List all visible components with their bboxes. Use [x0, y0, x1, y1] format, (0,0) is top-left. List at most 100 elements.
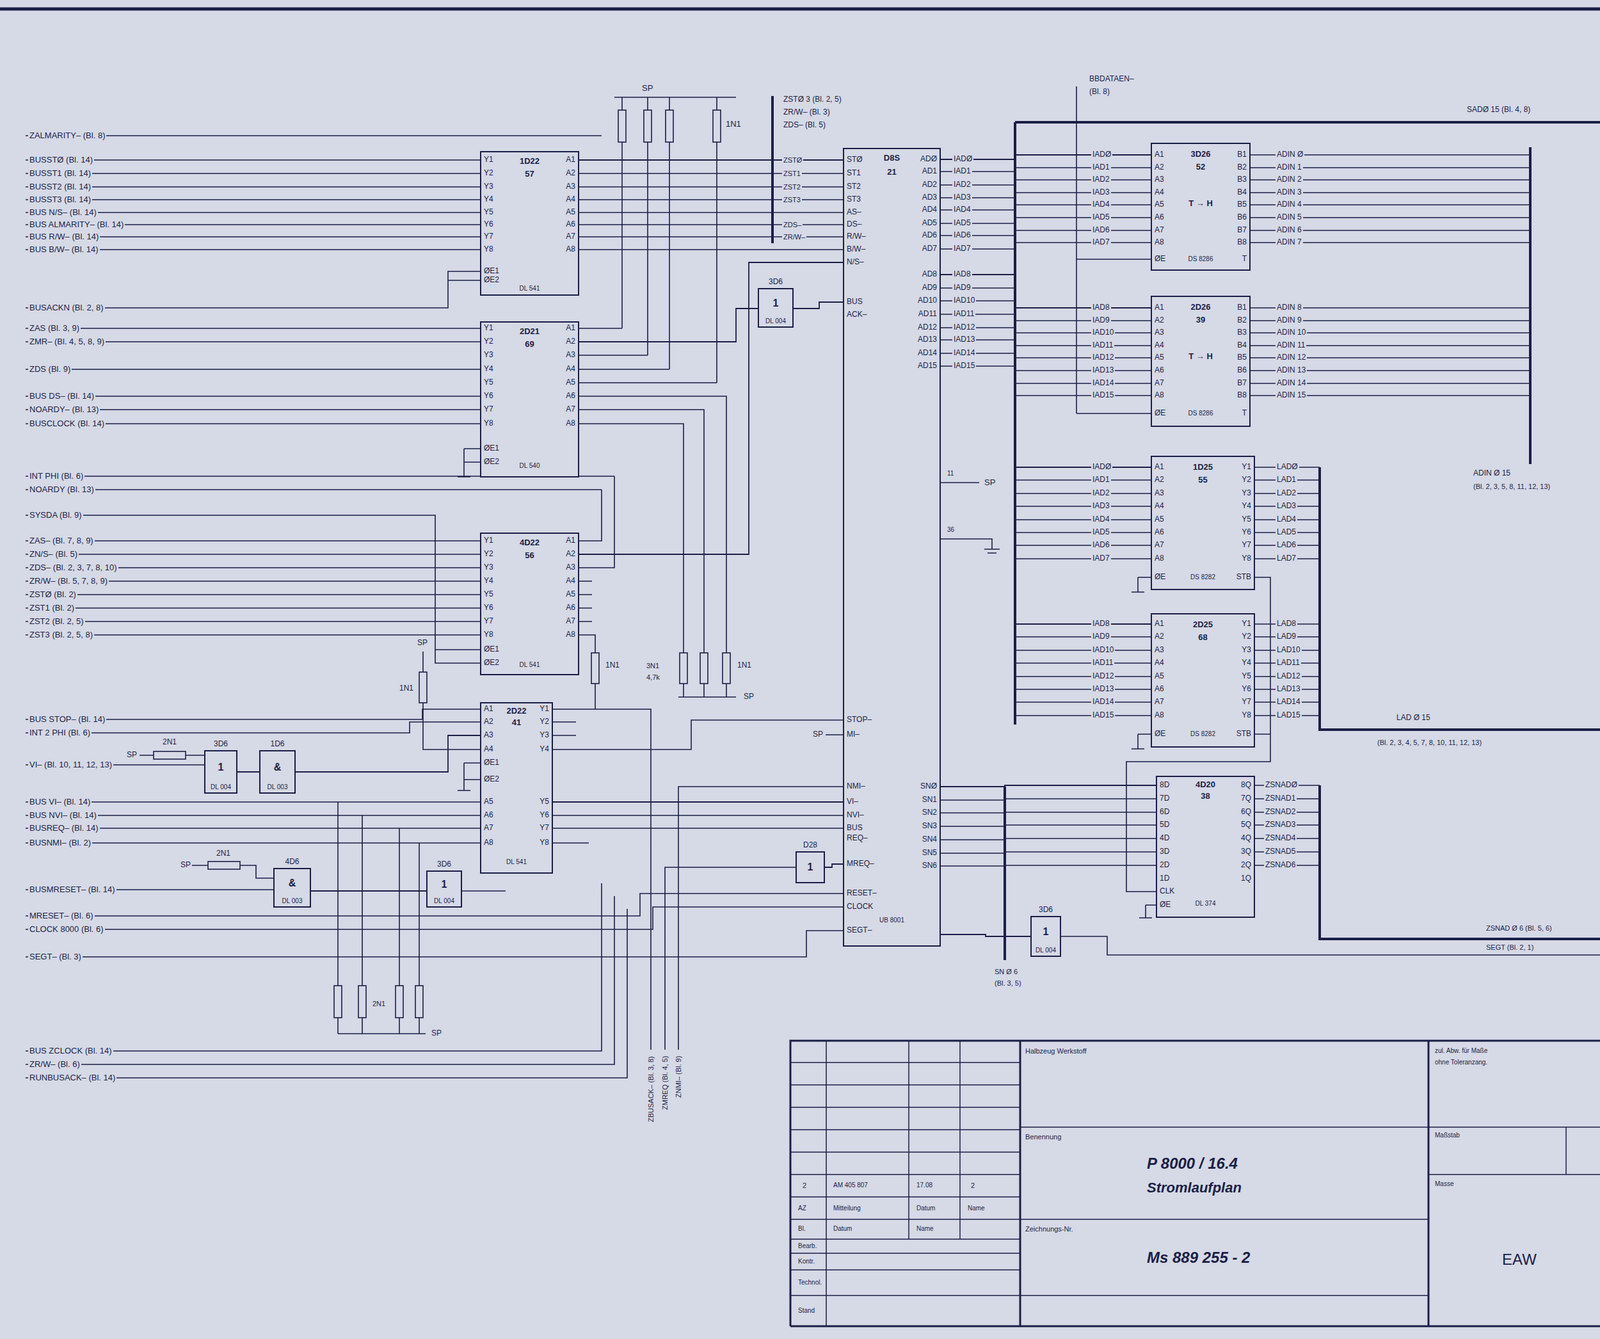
- pin-label: B1: [1237, 150, 1247, 160]
- net-label: ZDS–: [782, 220, 803, 230]
- net-label: ZST2: [782, 183, 802, 192]
- pin-label: AD2: [922, 180, 937, 190]
- pin-label: A3: [565, 563, 576, 573]
- wire-connector: [552, 801, 843, 803]
- pin-label: B8: [1237, 391, 1247, 400]
- pin-label: AD11: [918, 309, 937, 319]
- pin-label: Y7: [1241, 697, 1252, 707]
- pin-label: 2D: [1159, 860, 1170, 870]
- pin-label: B5: [1237, 200, 1247, 210]
- pin-label: 4D: [1159, 833, 1170, 843]
- logic-gate: 3D61DL 004: [1030, 915, 1062, 957]
- title-block-text: zul. Abw. für Maße: [1433, 1047, 1489, 1055]
- net-label: ZSNAD3: [1264, 820, 1297, 830]
- title-block-text: P 8000 / 16.4: [1145, 1154, 1240, 1173]
- pin-label: A8: [1154, 711, 1165, 720]
- pin-label: A6: [1154, 213, 1165, 223]
- pin-label: Y7: [1241, 540, 1252, 550]
- ic-type: DL 541: [519, 661, 541, 669]
- resistor-symbol: [591, 652, 600, 684]
- net-label: ZSNAD4: [1264, 833, 1297, 843]
- net-label: ADIN 4: [1275, 200, 1304, 210]
- pin-label: Y8: [1241, 711, 1252, 720]
- gate-symbol: &: [273, 761, 282, 774]
- pin-label: DS–: [846, 220, 862, 230]
- ic-type: DS 8282: [1190, 730, 1216, 738]
- pin-label: Y5: [1241, 515, 1252, 525]
- pin-label: B8: [1237, 238, 1247, 248]
- net-label: ZSTØ 3 (Bl. 2, 5): [782, 95, 843, 105]
- net-label: IAD9: [1091, 632, 1112, 642]
- pin-label: A5: [565, 378, 576, 388]
- net-label: ZSNAD5: [1264, 847, 1297, 857]
- net-label: ZSNAD6: [1264, 860, 1297, 870]
- pin-label: A5: [565, 208, 576, 217]
- signal-label: BUS ALMARITY– (Bl. 14): [28, 220, 125, 230]
- pin-label: Y5: [483, 590, 494, 600]
- pin-label: A5: [565, 590, 576, 600]
- net-label: IAD3: [1091, 188, 1112, 198]
- net-label: IAD15: [1091, 391, 1115, 400]
- pin-label: A1: [565, 155, 576, 165]
- signal-label: ZR/W– (Bl. 6): [28, 1059, 82, 1070]
- net-label: 4,7k: [645, 673, 662, 682]
- pin-label: ØE: [1154, 254, 1166, 264]
- pin-label: A4: [1154, 658, 1165, 668]
- net-label: LAD8: [1275, 619, 1298, 629]
- title-block-text: Stand: [796, 1306, 816, 1315]
- ic-designator: 21: [887, 167, 896, 178]
- ic-designator: D8S: [883, 153, 900, 164]
- wire-connector: [237, 771, 260, 773]
- net-label: IAD8: [1091, 303, 1112, 313]
- ic-designator: 4D20: [1195, 780, 1216, 790]
- signal-label: SYSDA (Bl. 9): [28, 510, 84, 521]
- pin-label: A3: [1154, 175, 1165, 185]
- pin-label: Y2: [539, 717, 550, 727]
- title-block-text: Mitteilung: [832, 1204, 863, 1213]
- signal-label: BUS ZCLOCK (Bl. 14): [28, 1046, 114, 1056]
- pin-label: Y1: [483, 536, 494, 546]
- pin-label: SN2: [922, 808, 937, 818]
- net-label: ZSNAD Ø 6 (Bl. 5, 6): [1484, 924, 1554, 933]
- net-label: 1N1: [398, 684, 415, 694]
- net-label: ADIN 8: [1275, 303, 1304, 313]
- ic-type: DS 8286: [1188, 409, 1214, 418]
- signal-label: BUS B/W– (Bl. 14): [28, 245, 100, 255]
- title-block-text: Maßstab: [1433, 1131, 1462, 1140]
- pin-label: Y1: [483, 323, 494, 333]
- wire-connector: [940, 274, 1151, 624]
- pin-label: SN4: [922, 835, 937, 845]
- title-block-text: AZ: [796, 1204, 808, 1213]
- net-label: IAD2: [1091, 175, 1112, 185]
- net-label: IAD2: [1091, 488, 1112, 498]
- net-label: LAD1: [1275, 475, 1298, 485]
- signal-label: BUS DS– (Bl. 14): [28, 391, 96, 402]
- ic-designator: 41: [512, 718, 521, 728]
- pin-label: A2: [565, 337, 576, 347]
- pin-label: A7: [1154, 540, 1165, 550]
- ic-designator: 2D22: [506, 706, 527, 717]
- net-label: ADIN 13: [1275, 366, 1307, 376]
- title-block-text: Zeichnungs-Nr.: [1024, 1224, 1075, 1234]
- net-label: IAD7: [1091, 554, 1112, 564]
- net-label: ADIN 3: [1275, 188, 1304, 198]
- signal-label: BUSMRESET– (Bl. 14): [28, 885, 117, 895]
- pin-label: Y2: [1241, 475, 1252, 485]
- net-label: IADØ: [952, 154, 974, 164]
- signal-label: ZAS (Bl. 3, 9): [28, 323, 81, 334]
- pin-label: A6: [1154, 684, 1165, 694]
- signal-label: ZAS– (Bl. 7, 8, 9): [28, 536, 95, 546]
- resistor-symbol: [722, 652, 731, 684]
- ic-designator: 3D26: [1190, 149, 1211, 160]
- pin-label: AD5: [922, 218, 937, 228]
- pin-label: A8: [565, 419, 576, 429]
- signal-label: BUSST1 (Bl. 14): [28, 168, 93, 179]
- pin-label: Y4: [539, 744, 550, 754]
- pin-label: B7: [1237, 225, 1247, 235]
- net-label: SEGT (Bl. 2, 1): [1484, 943, 1535, 952]
- ic-type: DS 8286: [1188, 255, 1214, 264]
- net-label: IAD1: [952, 167, 973, 176]
- title-block-text: Name: [915, 1224, 936, 1233]
- title-block-text: AM 405 807: [832, 1181, 870, 1190]
- pin-label: ØE2: [483, 658, 500, 668]
